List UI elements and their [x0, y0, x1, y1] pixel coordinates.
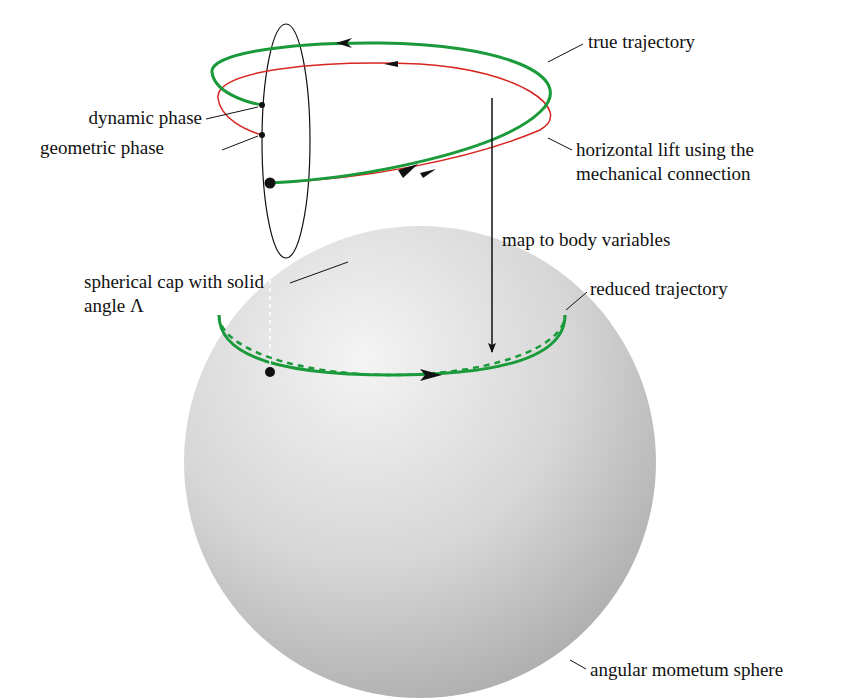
map-arrow: [491, 98, 493, 352]
cap-label: spherical cap with solid angle Λ: [84, 270, 294, 318]
direction-arrow: [384, 61, 398, 67]
start-point: [265, 178, 276, 189]
leader-line: [570, 660, 586, 669]
leader-line: [290, 262, 348, 283]
leader-line: [548, 44, 583, 62]
phase-label: dynamic phase: [40, 106, 202, 130]
leader-line: [548, 138, 572, 150]
fiber-circle: [262, 24, 310, 258]
reduced-trajectory-back: [219, 315, 565, 375]
direction-arrow: [420, 369, 442, 381]
leader-line: [206, 107, 258, 119]
phase-point: [259, 132, 265, 138]
direction-arrow: [336, 38, 352, 48]
trajectory-label: reduced trajectory: [590, 277, 790, 301]
cap-edge: [269, 240, 271, 368]
true-trajectory: [212, 43, 550, 183]
sphere-label: angular mometum sphere: [590, 658, 835, 682]
leader-line: [566, 292, 587, 310]
leader-line: [222, 136, 258, 150]
reduced-trajectory-front: [219, 315, 565, 375]
phase-label: geometric phase: [40, 136, 218, 160]
direction-arrow: [398, 164, 418, 178]
start-point: [265, 367, 275, 377]
phase-point: [259, 102, 265, 108]
horizontal-lift: [218, 63, 551, 183]
lift-label: horizontal lift using the mechanical con…: [576, 138, 831, 186]
map-label: map to body variables: [502, 228, 722, 252]
direction-arrow: [420, 169, 436, 178]
trajectory-label: true trajectory: [588, 30, 788, 54]
angular-momentum-sphere: [184, 226, 656, 698]
